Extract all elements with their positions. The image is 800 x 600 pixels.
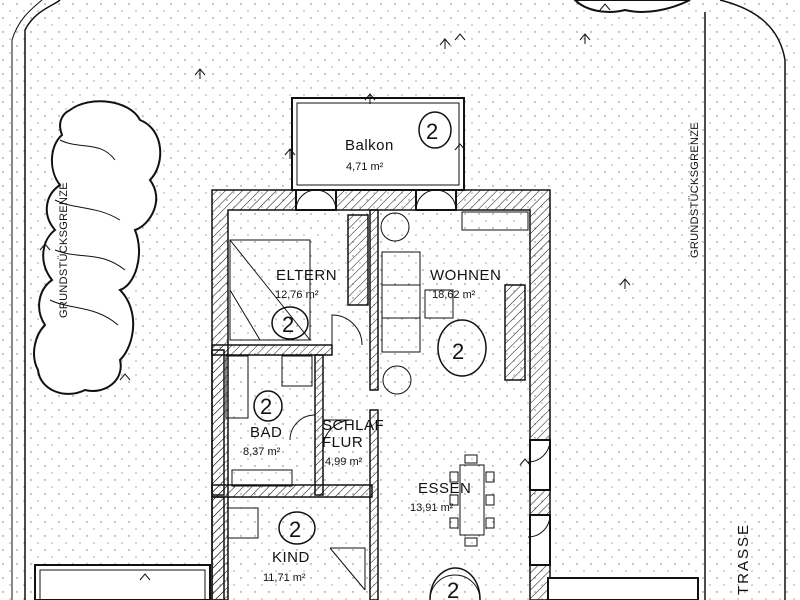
bad-area: 8,37 m²: [243, 446, 281, 458]
balkon-area: 4,71 m²: [346, 161, 384, 173]
furniture: [225, 211, 529, 600]
essen-label: ESSEN: [418, 480, 471, 497]
bad-marker-text: 2: [260, 394, 272, 419]
balkon-label: Balkon: [345, 137, 394, 154]
kind-marker-text: 2: [289, 517, 301, 542]
interior-walls: [211, 209, 379, 600]
kind-area: 11,71 m²: [263, 572, 306, 584]
street-label: TRASSE: [735, 523, 752, 595]
wohnen-label: WOHNEN: [430, 267, 501, 284]
eltern-label: ELTERN: [276, 267, 337, 284]
hedge-shrubs: [33, 100, 162, 395]
balkon-marker: [418, 111, 452, 149]
flur-label-line1: SCHLAF: [322, 417, 384, 434]
kind-label: KIND: [272, 549, 310, 566]
exterior-walls: [211, 189, 551, 600]
adjacent-structures: [34, 564, 699, 600]
property-boundary-right: [704, 0, 786, 600]
wohnen-marker-text: 2: [452, 339, 464, 364]
doors: [289, 314, 363, 449]
balcony: [291, 97, 465, 191]
wohnen-marker: [437, 319, 487, 377]
flur-label-line2: FLUR: [322, 434, 363, 451]
wohnen-area: 18,62 m²: [432, 289, 476, 301]
boundary-label-left: GRUNDSTÜCKSGRENZE: [58, 182, 70, 318]
kind-marker: [278, 511, 316, 545]
eltern-marker: [271, 306, 309, 340]
balkon-marker-text: 2: [426, 119, 438, 144]
eltern-area: 12,76 m²: [275, 289, 319, 301]
eltern-marker-text: 2: [282, 312, 294, 337]
bad-marker: [253, 390, 283, 422]
bottom-marker-text: 2: [447, 578, 459, 600]
plant-symbols: [39, 3, 631, 581]
property-boundary-left: [11, 0, 61, 600]
bad-label: BAD: [250, 424, 282, 441]
bottom-marker: [429, 567, 481, 600]
boundary-label-right: GRUNDSTÜCKSGRENZE: [689, 122, 701, 258]
flur-area: 4,99 m²: [325, 456, 363, 468]
essen-area: 13,91 m²: [410, 502, 454, 514]
shrub-top-right: [573, 0, 691, 13]
